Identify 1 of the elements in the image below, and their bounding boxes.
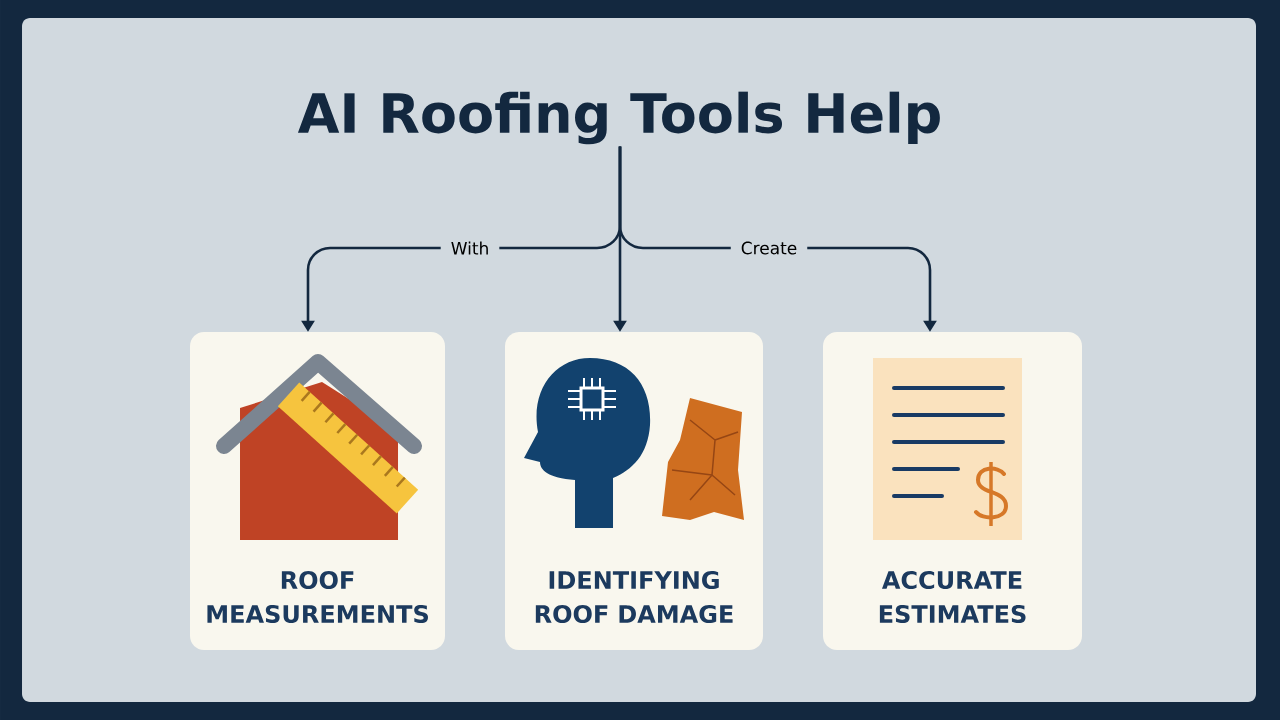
- title: AI Roofing Tools Help: [297, 91, 940, 145]
